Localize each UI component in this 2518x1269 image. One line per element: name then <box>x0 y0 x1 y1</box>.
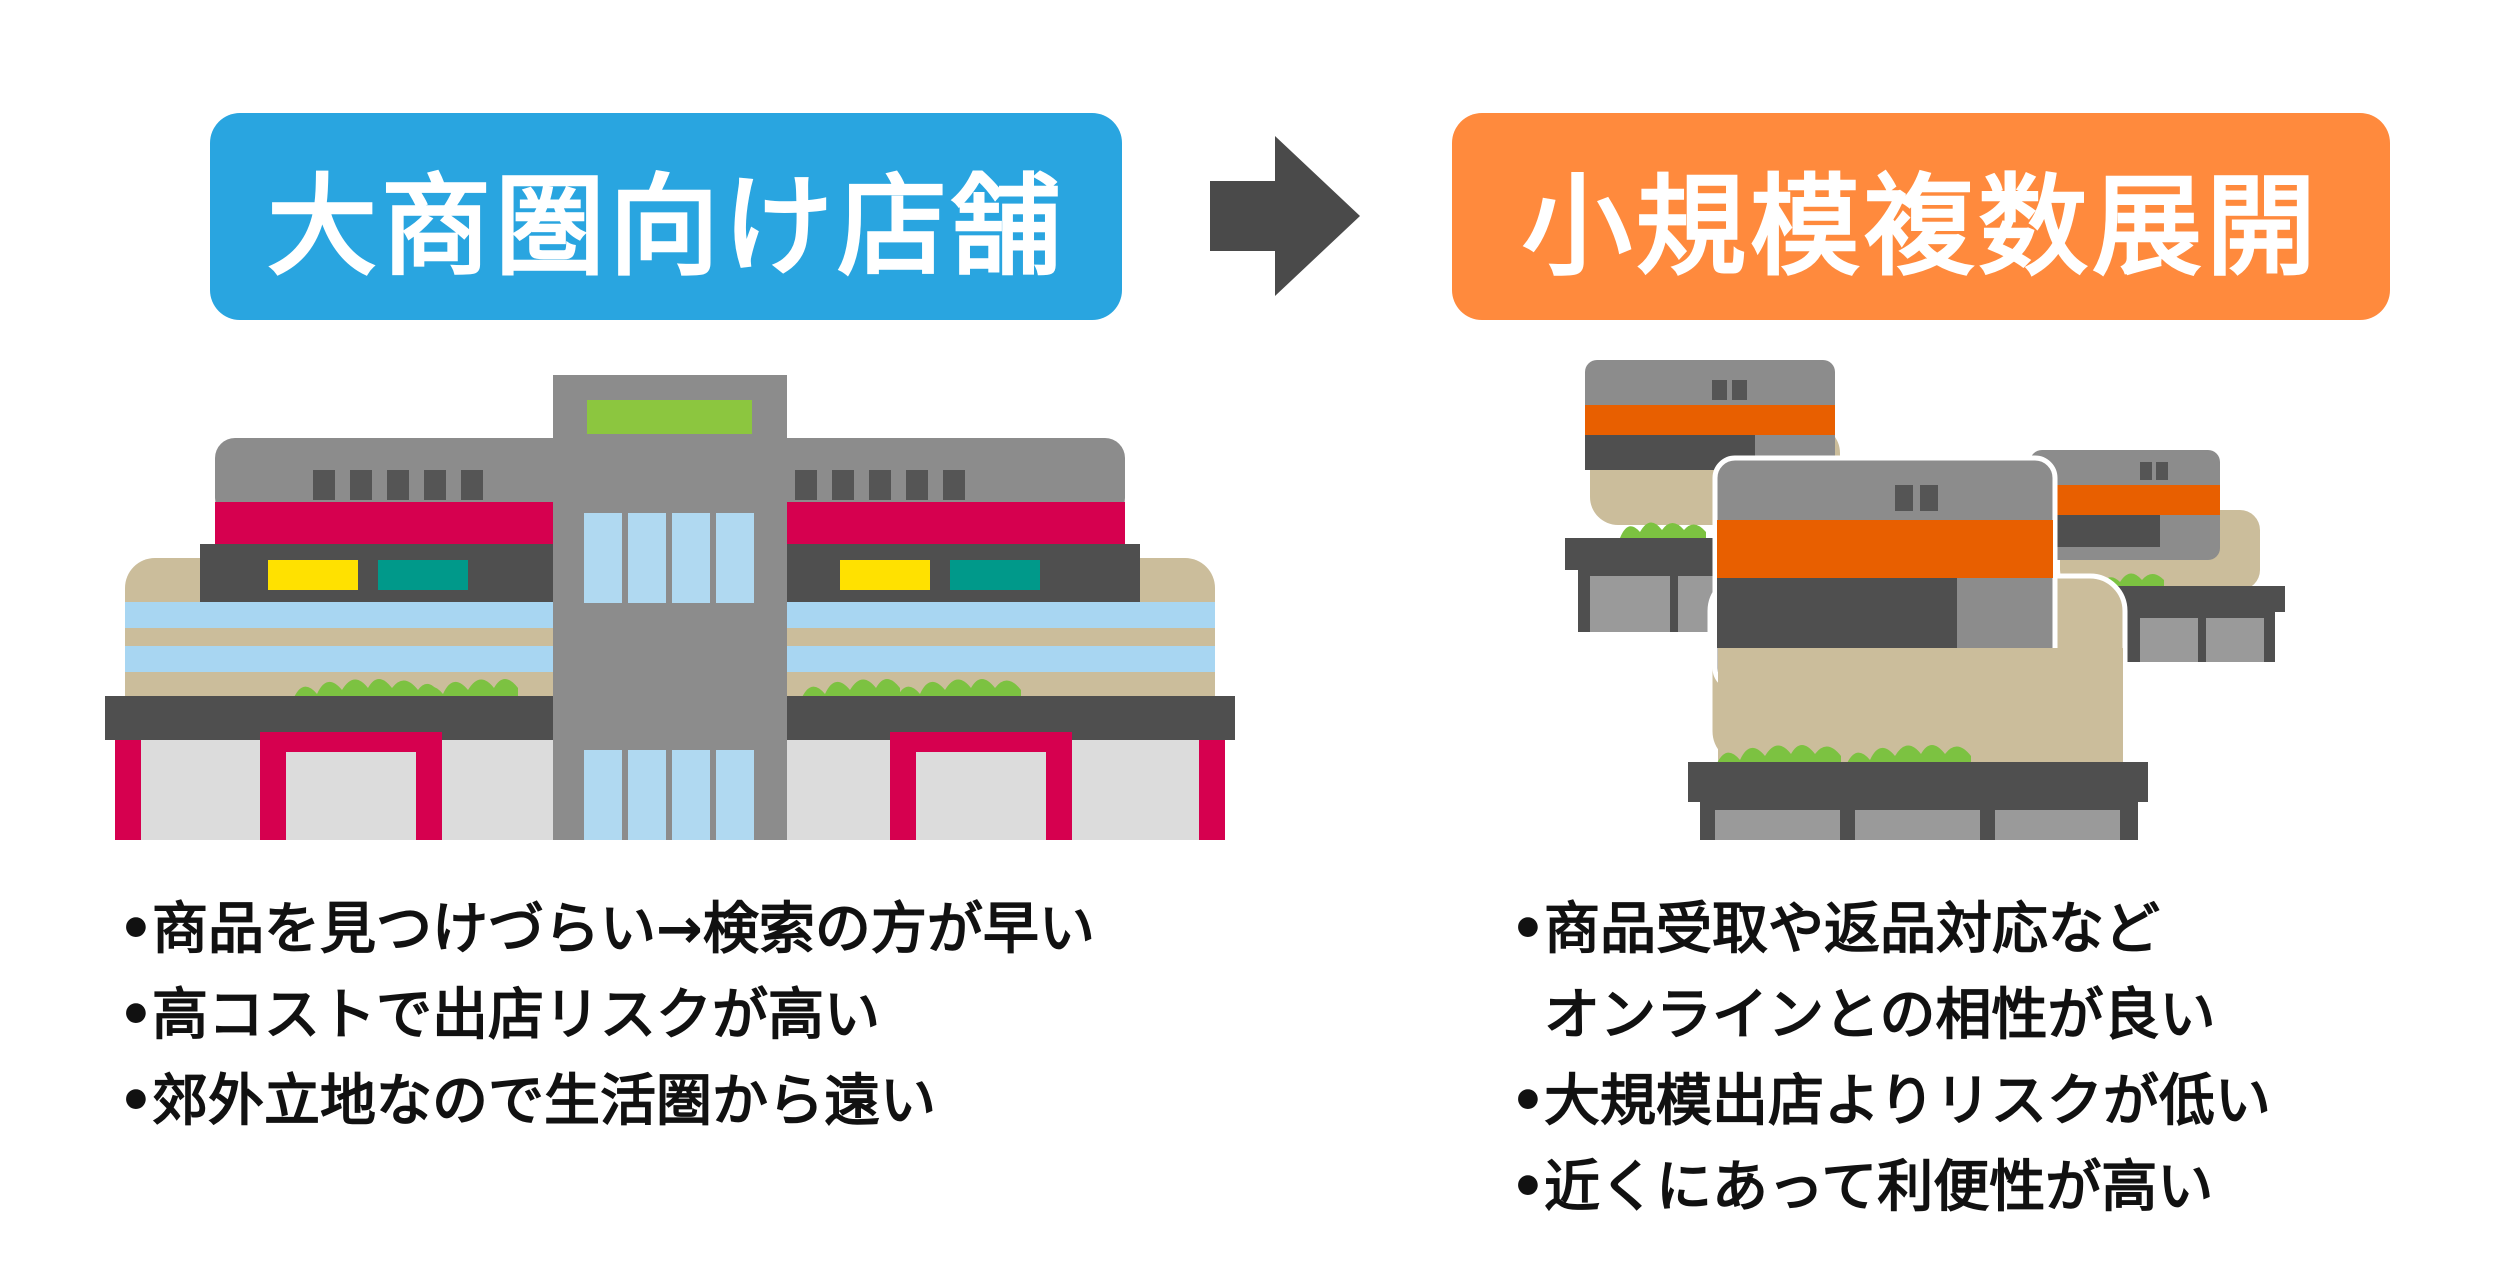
bullet-mark: • <box>1510 1069 1546 1134</box>
list-item: •商品を見つけづらい→検索の方が早い <box>118 887 1095 973</box>
list-item-text: 近くにあって利便性が高い <box>1544 1155 2214 1220</box>
list-item: •商品受取や返品対応などオンラインとの相性が良い <box>1510 887 2271 1059</box>
large-store-issues-list: •商品を見つけづらい→検索の方が早い •高コストで出店リスクが高い •郊外立地な… <box>118 887 1095 1145</box>
bullet-mark: • <box>1510 1155 1546 1220</box>
small-stores-title: 小規模複数展開 <box>1452 113 2390 320</box>
bullet-mark: • <box>1510 897 1546 962</box>
bullet-mark: • <box>118 897 154 962</box>
list-item: •大規模出店よりリスクが低い <box>1510 1059 2271 1145</box>
list-item: •高コストで出店リスクが高い <box>118 973 1095 1059</box>
list-item-text: 大規模出店よりリスクが低い <box>1544 1069 2271 1134</box>
small-stores-title-text: 小規模複数展開 <box>1522 162 2320 291</box>
large-store-icon <box>105 375 1235 840</box>
list-item-text-line1: 商品受取や返品対応など <box>1544 897 2160 962</box>
list-item-text: 郊外立地なので生活圏から遠い <box>152 1069 936 1134</box>
large-store-title: 大商圏向け店舗 <box>210 113 1122 320</box>
bullet-mark: • <box>118 983 154 1048</box>
list-item: •郊外立地なので生活圏から遠い <box>118 1059 1095 1145</box>
right-arrow-icon <box>1210 136 1360 296</box>
list-item-text-line2: オンラインとの相性が良い <box>1544 983 2216 1048</box>
large-store-title-text: 大商圏向け店舗 <box>267 162 1065 291</box>
small-stores-benefits-list: •商品受取や返品対応などオンラインとの相性が良い •大規模出店よりリスクが低い … <box>1510 887 2271 1231</box>
list-item-text: 高コストで出店リスクが高い <box>152 983 880 1048</box>
list-item-text: 商品を見つけづらい→検索の方が早い <box>152 897 1095 962</box>
list-item: •近くにあって利便性が高い <box>1510 1145 2271 1231</box>
bullet-mark: • <box>118 1069 154 1134</box>
small-stores-icon <box>1565 360 2285 840</box>
